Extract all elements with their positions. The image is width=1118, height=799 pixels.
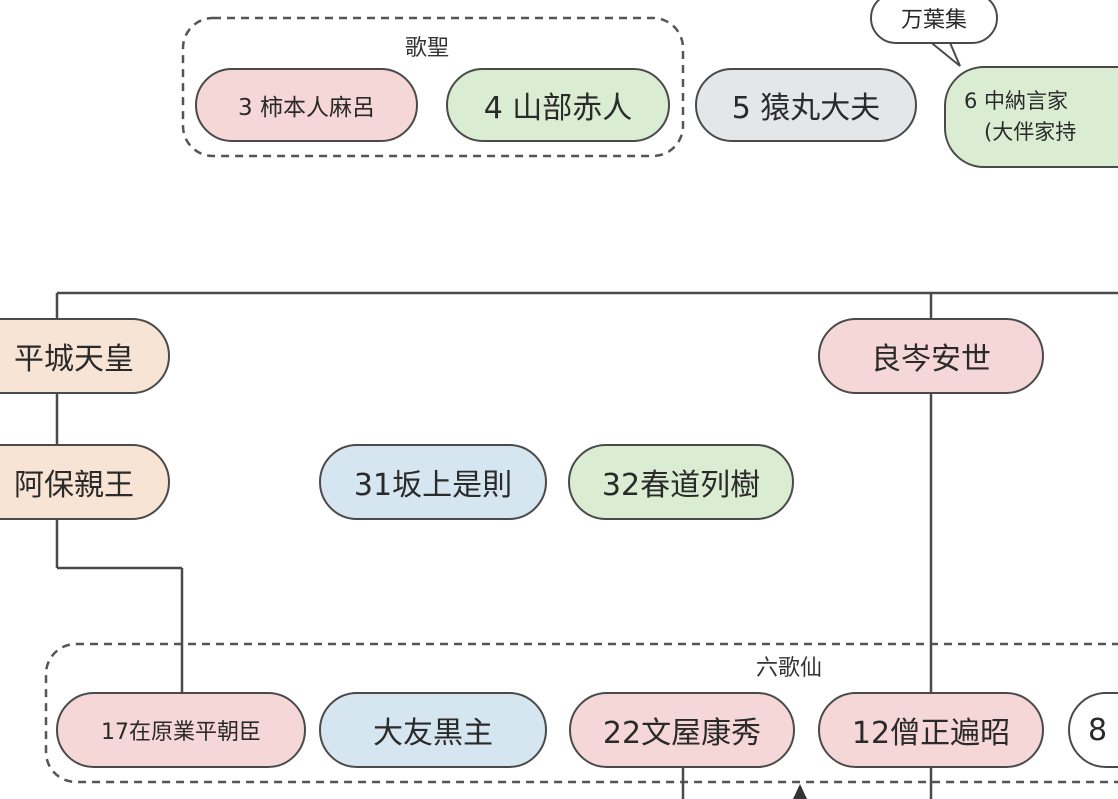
arrow-up-icon [793,784,807,799]
node-yoshimine-yasuyo[interactable]: 良岑安世 [818,318,1044,394]
manyoshu-callout: 万葉集 [870,0,998,44]
node-heizei-tenno[interactable]: 平城天皇 [0,318,170,394]
node-sarumaru-dayu[interactable]: 5 猿丸大夫 [695,68,917,142]
node-sojo-henjo[interactable]: 12僧正遍昭 [818,692,1044,768]
callout-tail [927,37,961,67]
node-chunagon-yakamochi[interactable]: 6 中納言家 (大伴家持 [944,66,1118,168]
node-bunya-yasuhide[interactable]: 22文屋康秀 [569,692,795,768]
rokkasen-group-label: 六歌仙 [756,656,823,681]
node-abo-shinno[interactable]: 阿保親王 [0,444,170,520]
node-harumichi-tsuraki[interactable]: 32春道列樹 [568,444,794,520]
node-8-partial[interactable]: 8 [1068,692,1118,768]
kasei-group-box [181,16,685,158]
node-chunagon-line2: (大伴家持 [984,120,1077,144]
node-ariwara-narihira[interactable]: 17在原業平朝臣 [56,692,306,768]
node-yamabe-akahito[interactable]: 4 山部赤人 [446,68,670,142]
node-kakinomoto-hitomaro[interactable]: 3 柿本人麻呂 [195,68,418,142]
node-chunagon-line1: 6 中納言家 [964,88,1069,113]
node-sakanoue-korenori[interactable]: 31坂上是則 [319,444,547,520]
kasei-group-label: 歌聖 [405,36,450,61]
node-otomo-kuronushi[interactable]: 大友黒主 [319,692,547,768]
